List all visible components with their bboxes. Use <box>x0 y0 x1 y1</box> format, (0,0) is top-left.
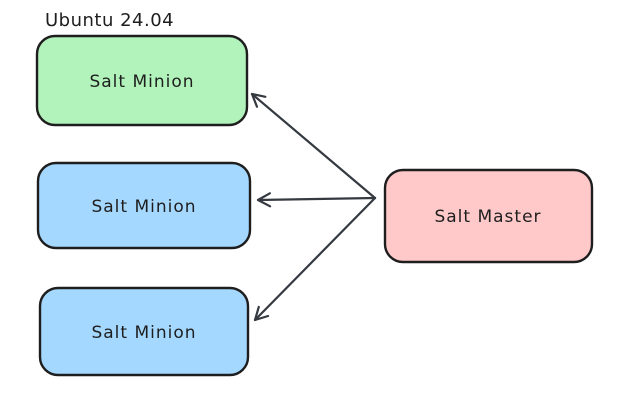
node-salt-minion-top[interactable]: Salt Minion <box>35 34 249 127</box>
node-salt-minion-middle-label: Salt Minion <box>91 197 196 217</box>
node-salt-master[interactable]: Salt Master <box>383 168 594 264</box>
arrow-master-to-minion-top[interactable] <box>250 92 377 200</box>
node-salt-minion-bottom-box[interactable] <box>38 286 250 377</box>
node-salt-master-box[interactable] <box>383 168 594 264</box>
node-salt-minion-middle[interactable]: Salt Minion <box>36 161 252 250</box>
arrow-master-to-minion-bottom[interactable] <box>253 196 377 322</box>
edge-group <box>250 92 377 322</box>
arrow-master-to-minion-middle[interactable] <box>256 192 377 208</box>
ubuntu-version-annotation: Ubuntu 24.04 <box>45 10 174 31</box>
node-salt-minion-bottom[interactable]: Salt Minion <box>38 286 250 377</box>
node-salt-minion-top-box[interactable] <box>35 34 249 127</box>
node-salt-master-label: Salt Master <box>434 207 541 227</box>
node-salt-minion-top-label: Salt Minion <box>89 72 194 92</box>
node-salt-minion-middle-box[interactable] <box>36 161 252 250</box>
node-salt-minion-bottom-label: Salt Minion <box>91 323 196 343</box>
